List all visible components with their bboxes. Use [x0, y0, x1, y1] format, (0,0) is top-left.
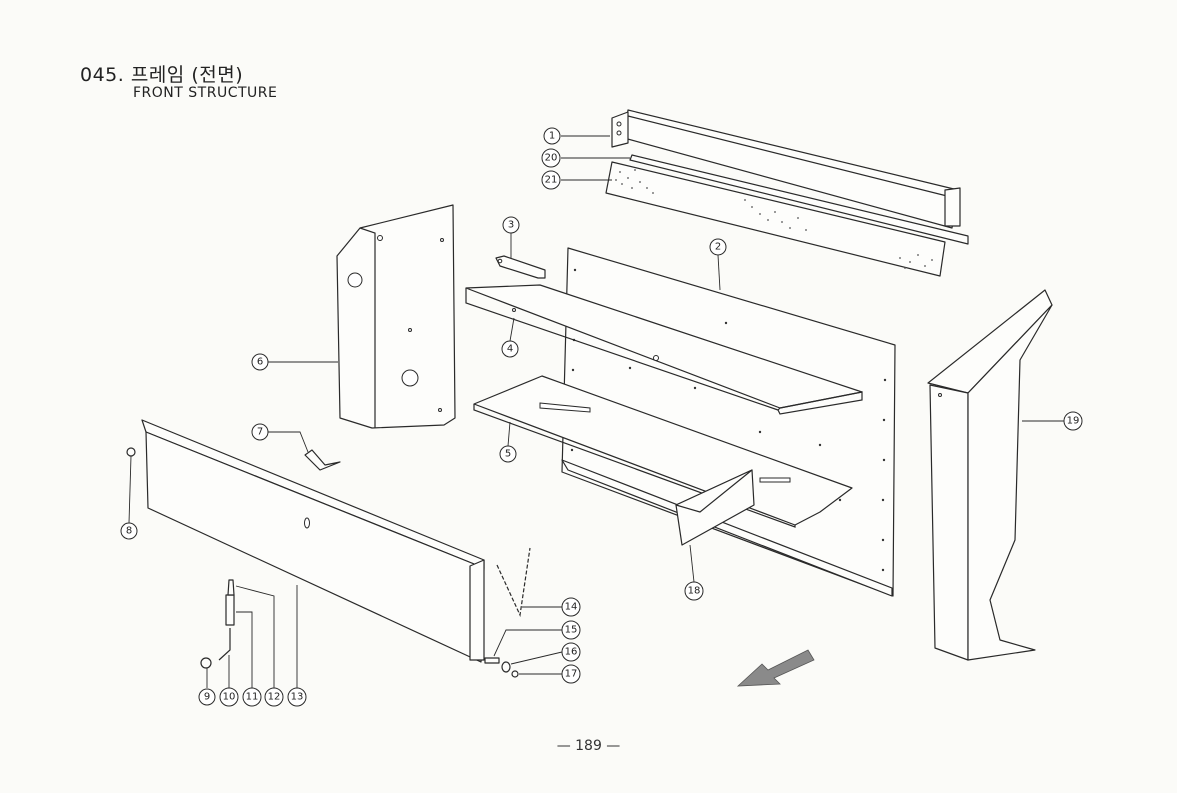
svg-text:10: 10 [223, 692, 236, 703]
callout-10: 10 [219, 655, 239, 707]
svg-text:15: 15 [565, 625, 578, 636]
callout-21: 21 [541, 170, 612, 190]
svg-text:21: 21 [545, 175, 558, 186]
svg-text:20: 20 [545, 153, 558, 164]
svg-text:3: 3 [508, 220, 514, 231]
svg-text:1: 1 [549, 131, 555, 142]
callout-9: 9 [198, 668, 216, 706]
part-1-top-rail [611, 109, 961, 229]
svg-text:9: 9 [204, 692, 210, 703]
svg-text:18: 18 [688, 586, 701, 597]
callout-13: 13 [287, 585, 307, 707]
part-4-shelf-rail [465, 284, 863, 415]
svg-text:7: 7 [257, 427, 263, 438]
callout-12: 12 [235, 585, 284, 707]
callout-3: 3 [502, 216, 520, 258]
callout-7: 7 [251, 423, 309, 453]
part-3-bracket [495, 255, 546, 279]
svg-text:12: 12 [268, 692, 281, 703]
callout-19: 19 [1022, 411, 1083, 431]
svg-text:17: 17 [565, 669, 578, 680]
callout-18: 18 [684, 544, 704, 601]
svg-text:19: 19 [1067, 416, 1080, 427]
callout-17: 17 [519, 664, 581, 684]
page-title-korean: 045. 프레임 (전면) [80, 64, 244, 86]
svg-text:8: 8 [126, 526, 132, 537]
page-title-english: FRONT STRUCTURE [133, 85, 278, 101]
svg-text:4: 4 [507, 344, 513, 355]
callout-15: 15 [493, 620, 581, 657]
part-6-left-side-panel [336, 204, 456, 429]
part-14-chain [496, 547, 531, 618]
callout-14: 14 [522, 597, 581, 617]
part-5-lower-shelf [473, 375, 893, 597]
callout-16: 16 [510, 642, 581, 665]
svg-text:14: 14 [565, 602, 578, 613]
callout-8: 8 [120, 455, 138, 540]
part-7-clip [304, 449, 341, 471]
svg-text:13: 13 [291, 692, 304, 703]
svg-text:2: 2 [715, 242, 721, 253]
part-8-cap [126, 447, 136, 457]
front-direction-arrow [736, 649, 815, 687]
callout-1: 1 [543, 127, 610, 145]
svg-text:6: 6 [257, 357, 263, 368]
callout-5: 5 [499, 421, 517, 463]
callout-11: 11 [236, 611, 262, 707]
svg-text:5: 5 [505, 449, 511, 460]
callout-2: 2 [709, 238, 727, 291]
part-20-strip [629, 154, 969, 245]
parts-15-17-fasteners [484, 657, 519, 678]
part-13-front-board [141, 419, 485, 663]
svg-text:16: 16 [565, 647, 578, 658]
callout-6: 6 [251, 353, 338, 371]
callout-20: 20 [541, 148, 630, 168]
callout-4: 4 [501, 317, 519, 358]
part-18-side-bracket [675, 469, 791, 546]
part-21-felt-strip [605, 161, 946, 277]
parts-9-12-hardware [200, 579, 235, 669]
part-19-right-side-panel [927, 289, 1053, 661]
page-number: — 189 — [556, 738, 621, 754]
svg-text:11: 11 [246, 692, 259, 703]
